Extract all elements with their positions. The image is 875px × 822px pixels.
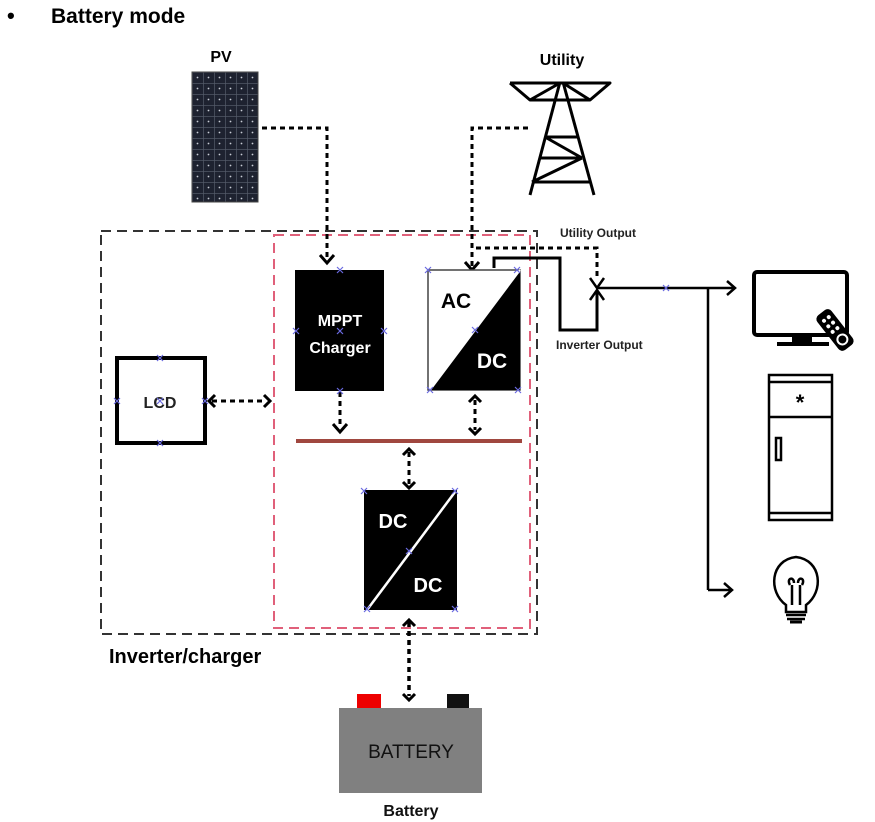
pv-to-mppt-connection <box>262 126 329 258</box>
utility-output-label: Utility Output <box>560 226 636 240</box>
utility-label: Utility <box>540 52 585 69</box>
snap-marker <box>336 266 344 274</box>
snap-marker <box>426 386 434 394</box>
bus-to-dcdc-link <box>401 446 417 491</box>
mppt-label-line2: Charger <box>309 340 370 357</box>
mppt-input-arrow-icon <box>318 254 336 266</box>
snap-marker <box>405 547 413 555</box>
ac-dc-inverter-block: AC DC <box>427 269 521 391</box>
dcdc-bottom-label: DC <box>414 575 443 597</box>
utility-output-merge-arrow-icon <box>588 277 606 291</box>
snap-marker <box>156 397 164 405</box>
snap-marker <box>201 397 209 405</box>
light-bulb-icon <box>772 555 820 624</box>
snap-marker <box>451 487 459 495</box>
utility-output-path <box>476 246 599 280</box>
snap-marker <box>451 605 459 613</box>
bullet: • <box>7 3 15 28</box>
snap-marker <box>471 326 479 334</box>
refrigerator-icon: * <box>767 373 834 522</box>
solar-panel-icon <box>191 71 259 203</box>
inverter-charger-enclosure <box>100 230 538 635</box>
inverter-dc-label: DC <box>477 350 507 373</box>
tv-icon <box>752 270 854 351</box>
snap-marker <box>424 266 432 274</box>
page-title: Battery mode <box>51 5 185 28</box>
dcdc-top-label: DC <box>379 511 408 533</box>
inverter-ac-label: AC <box>441 290 471 313</box>
snap-marker <box>380 327 388 335</box>
power-tower-icon <box>509 81 612 196</box>
tv-feed-arrow-icon <box>726 280 737 296</box>
snap-marker <box>113 397 121 405</box>
snap-marker <box>336 387 344 395</box>
bulb-feed-arrow-icon <box>723 582 734 598</box>
lcd-link <box>206 393 273 409</box>
snap-marker <box>513 266 521 274</box>
inverter-to-bus-link <box>467 393 483 437</box>
enclosure-label: Inverter/charger <box>109 646 262 668</box>
battery-caption: Battery <box>383 803 438 820</box>
utility-to-inverter-connection <box>470 126 528 266</box>
dcdc-to-battery-link <box>401 617 417 703</box>
load-distribution-line <box>597 286 735 592</box>
snap-markers <box>113 266 670 613</box>
mppt-to-bus-link <box>331 392 349 435</box>
snap-marker <box>363 605 371 613</box>
battery-icon: BATTERY <box>339 694 482 793</box>
power-module-frame <box>273 234 531 629</box>
mppt-label-line1: MPPT <box>318 313 363 330</box>
lcd-block: LCD <box>115 356 207 445</box>
snap-marker <box>292 327 300 335</box>
battery-negative-terminal <box>447 694 469 708</box>
snap-marker <box>360 487 368 495</box>
battery-positive-terminal <box>357 694 381 708</box>
freezer-symbol: * <box>796 390 805 415</box>
inverter-output-label: Inverter Output <box>556 338 643 352</box>
inverter-output-merge-arrow-icon <box>588 287 606 301</box>
inverter-output-path <box>492 256 599 332</box>
lcd-label: LCD <box>144 395 177 412</box>
snap-marker <box>336 327 344 335</box>
snap-marker <box>156 439 164 447</box>
snap-marker <box>662 284 670 292</box>
snap-marker <box>514 386 522 394</box>
snap-marker <box>156 354 164 362</box>
pv-label: PV <box>210 49 232 66</box>
battery-body-label: BATTERY <box>368 742 454 763</box>
